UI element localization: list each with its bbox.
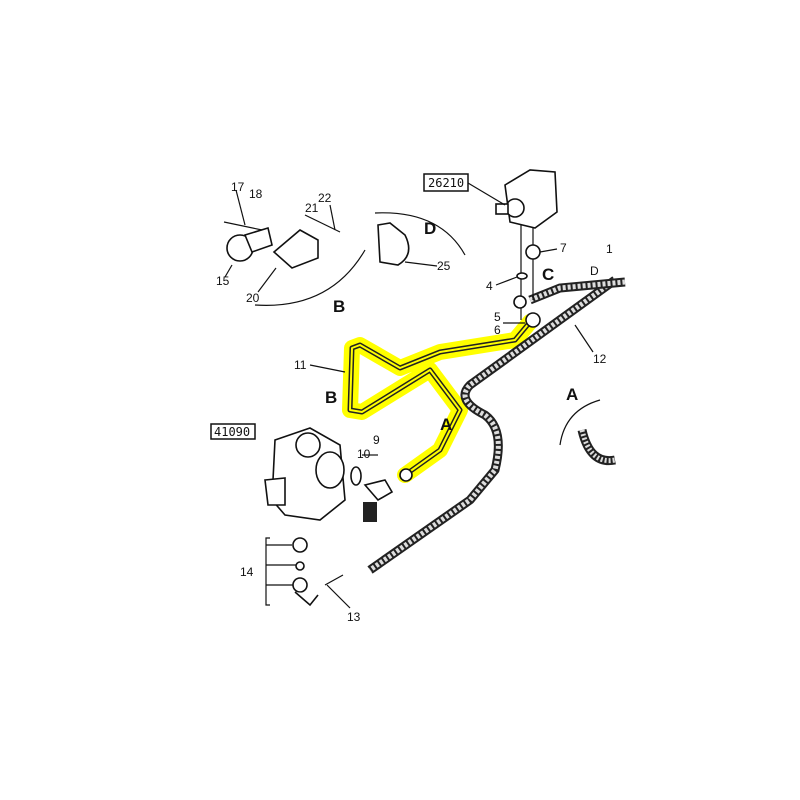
- callout-9: 9: [373, 433, 380, 447]
- callout-17: 17: [231, 180, 245, 194]
- callout-1: 1: [606, 242, 613, 256]
- fittings-14: [265, 537, 351, 609]
- fitting-9-10: [350, 454, 413, 522]
- fitting-5-6: [525, 312, 541, 328]
- callout-15: 15: [216, 274, 230, 288]
- callout-14: 14: [240, 565, 254, 579]
- detail-a: [559, 399, 616, 466]
- washer-4: [516, 272, 528, 280]
- callout-20: 20: [246, 291, 260, 305]
- part-box-41090: [210, 423, 256, 440]
- hose-c: [528, 277, 626, 305]
- callout-5: 5: [494, 310, 501, 324]
- detail-label-b: B: [333, 297, 345, 316]
- callout-4: 4: [486, 279, 493, 293]
- valve-26210[interactable]: [495, 169, 558, 328]
- callout-10: 10: [357, 447, 371, 461]
- callout-12: 12: [593, 352, 607, 366]
- callout-18: 18: [249, 187, 263, 201]
- detail-label-a: A: [566, 385, 578, 404]
- label-a-pipe: A: [440, 415, 452, 434]
- label-c: C: [542, 265, 554, 284]
- label-b-pipe: B: [325, 388, 337, 407]
- callout-7: 7: [560, 241, 567, 255]
- compressor-41090[interactable]: [264, 427, 346, 521]
- clip-25: [377, 222, 410, 266]
- detail-label-d: D: [424, 219, 436, 238]
- callout-25: 25: [437, 259, 451, 273]
- part-number-26210: 26210: [428, 176, 464, 190]
- callout-6: 6: [494, 323, 501, 337]
- part-number-41090: 41090: [214, 425, 250, 439]
- nut-7: [525, 244, 541, 260]
- bracket-20: [272, 229, 319, 269]
- detail-d: [374, 212, 466, 267]
- label-d-pipe: D: [590, 264, 599, 278]
- part-box-26210: [423, 173, 469, 192]
- callout-22: 22: [318, 191, 332, 205]
- callout-11: 11: [294, 358, 307, 372]
- hose-12[interactable]: [367, 276, 618, 574]
- highlighted-pipe-11[interactable]: [342, 314, 538, 483]
- callout-21: 21: [305, 201, 319, 215]
- detail-b: [223, 189, 366, 306]
- callout-13: 13: [347, 610, 361, 624]
- banjo-c: [513, 295, 527, 309]
